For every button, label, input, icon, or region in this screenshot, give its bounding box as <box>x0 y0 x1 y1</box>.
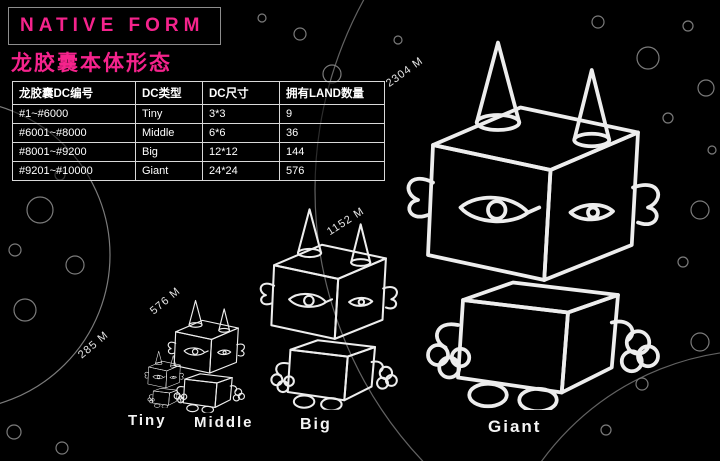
dc-table: 龙胶囊DC编号 DC类型 DC尺寸 拥有LAND数量 #1~#6000 Tiny… <box>12 81 385 181</box>
table-cell: Middle <box>135 123 203 143</box>
table-cell: 36 <box>279 123 385 143</box>
robot-illustration-giant <box>398 35 673 410</box>
table-cell: 12*12 <box>202 142 280 162</box>
table-cell: #1~#6000 <box>12 104 136 124</box>
table-cell: 9 <box>279 104 385 124</box>
table-row: #6001~#8000 Middle 6*6 36 <box>12 123 385 143</box>
table-cell: Big <box>135 142 203 162</box>
table-cell: #6001~#8000 <box>12 123 136 143</box>
table-header-row: 龙胶囊DC编号 DC类型 DC尺寸 拥有LAND数量 <box>12 81 385 105</box>
table-header-cell: DC尺寸 <box>202 81 280 105</box>
name-label-tiny: Tiny <box>128 412 167 429</box>
page-title: NATIVE FORM <box>20 15 205 36</box>
table-header-cell: 龙胶囊DC编号 <box>12 81 136 105</box>
name-label-big: Big <box>300 416 332 433</box>
table-header-cell: 拥有LAND数量 <box>279 81 385 105</box>
robot-illustration-middle <box>165 298 249 413</box>
name-label-middle: Middle <box>194 414 254 431</box>
page-subtitle: 龙胶囊本体形态 <box>11 52 172 75</box>
table-row: #1~#6000 Tiny 3*3 9 <box>12 104 385 124</box>
table-row: #9201~#10000 Giant 24*24 576 <box>12 161 385 181</box>
table-cell: 3*3 <box>202 104 280 124</box>
table-cell: 144 <box>279 142 385 162</box>
table-cell: Giant <box>135 161 203 181</box>
table-cell: Tiny <box>135 104 203 124</box>
table-cell: #8001~#9200 <box>12 142 136 162</box>
title-box: NATIVE FORM <box>8 7 222 45</box>
name-label-giant: Giant <box>488 417 542 436</box>
table-row: #8001~#9200 Big 12*12 144 <box>12 142 385 162</box>
table-cell: 6*6 <box>202 123 280 143</box>
table-header-cell: DC类型 <box>135 81 203 105</box>
table-cell: 576 <box>279 161 385 181</box>
table-cell: 24*24 <box>202 161 280 181</box>
table-cell: #9201~#10000 <box>12 161 136 181</box>
